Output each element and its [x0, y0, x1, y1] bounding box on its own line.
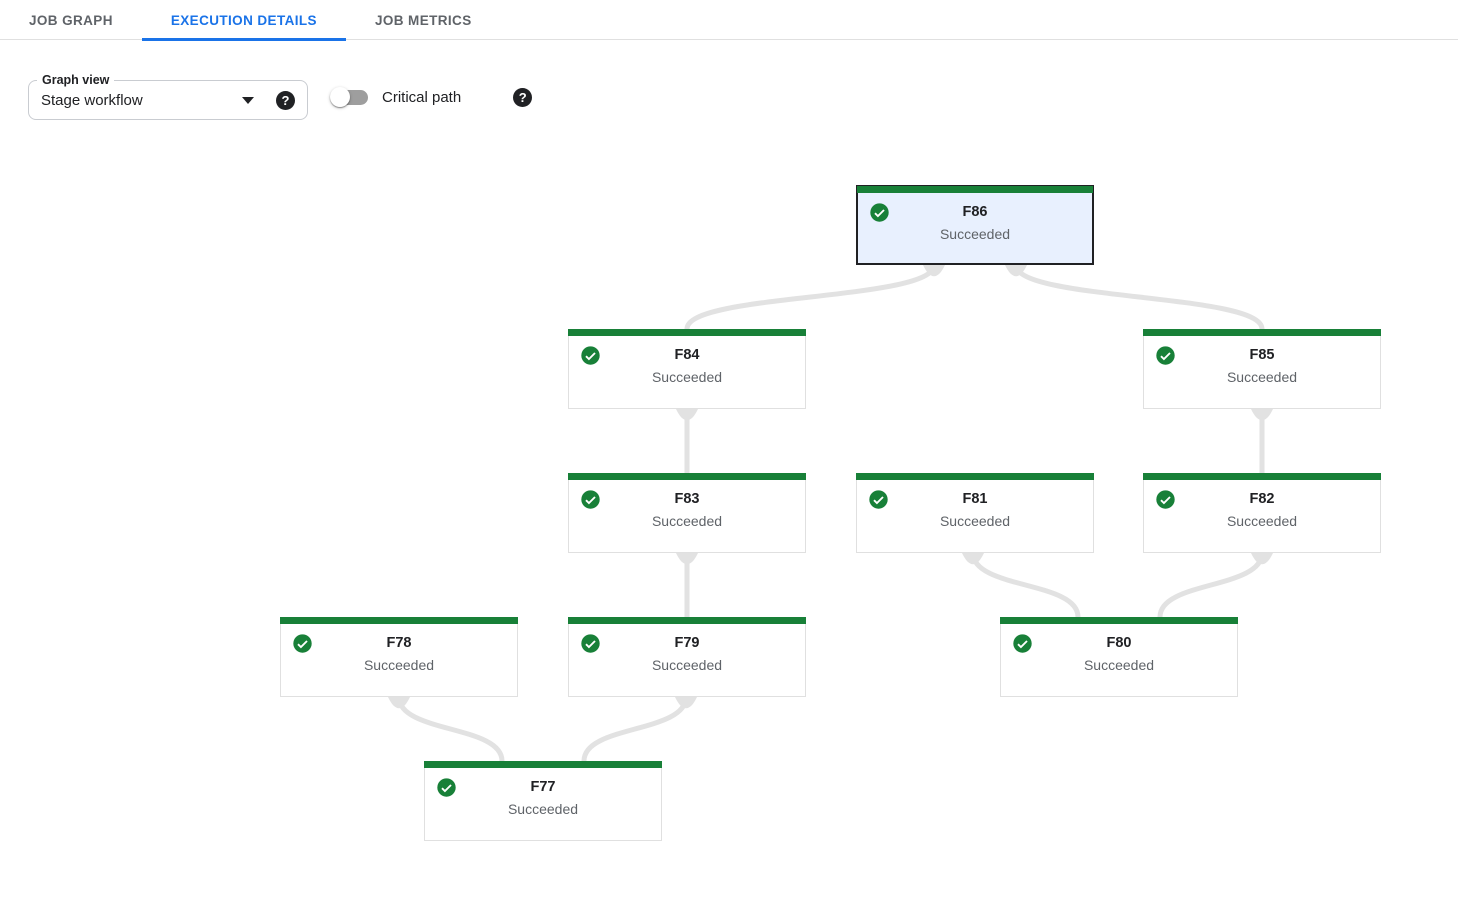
stage-name: F82: [1249, 491, 1275, 507]
stage-status: Succeeded: [651, 513, 723, 529]
graph-view-value: Stage workflow: [41, 91, 143, 109]
edge-F83-to-F79: [676, 550, 698, 620]
edge-F79-to-F77: [581, 694, 697, 764]
stage-status: Succeeded: [651, 657, 723, 673]
node-status-bar: [857, 186, 1093, 193]
edge-F84-to-F83: [676, 406, 698, 476]
tab-job-graph[interactable]: JOB GRAPH: [29, 12, 113, 28]
stage-name: F79: [674, 635, 700, 651]
node-status-bar: [280, 617, 518, 624]
graph-toolbar: Graph view Stage workflow ? Critical pat…: [0, 40, 1458, 130]
stage-status: Succeeded: [363, 657, 435, 673]
edge-source-nub: [675, 697, 697, 709]
edge-source-nub: [1251, 409, 1273, 421]
edge-F86-to-F85: [1005, 262, 1265, 332]
stage-name: F84: [674, 347, 700, 363]
check-circle-icon: [581, 346, 600, 365]
node-status-bar: [424, 761, 662, 768]
node-status-bar: [856, 473, 1094, 480]
critical-path-toggle[interactable]: [330, 87, 368, 107]
toggle-knob: [330, 87, 350, 107]
tab-execution-details[interactable]: EXECUTION DETAILS: [141, 0, 346, 41]
edge-source-nub: [1005, 265, 1027, 277]
node-status-bar: [568, 329, 806, 336]
graph-view-label: Graph view: [37, 72, 115, 88]
check-circle-icon: [581, 490, 600, 509]
node-status-bar: [1143, 329, 1381, 336]
stage-name: F80: [1106, 635, 1132, 651]
stage-name: F78: [386, 635, 412, 651]
check-circle-icon: [1013, 634, 1032, 653]
edge-source-nub: [676, 409, 698, 421]
stage-name: F86: [962, 204, 988, 220]
check-circle-icon: [870, 203, 889, 222]
stage-name: F85: [1249, 347, 1275, 363]
stage-name: F81: [962, 491, 988, 507]
critical-path-label: Critical path: [382, 89, 462, 106]
stage-status: Succeeded: [1083, 657, 1155, 673]
stage-status: Succeeded: [939, 513, 1011, 529]
stage-status: Succeeded: [1226, 369, 1298, 385]
check-circle-icon: [1156, 490, 1175, 509]
stage-status: Succeeded: [651, 369, 723, 385]
check-circle-icon: [1156, 346, 1175, 365]
help-icon[interactable]: ?: [276, 90, 295, 110]
critical-path-control: Critical path ?: [330, 87, 533, 107]
check-circle-icon: [293, 634, 312, 653]
stage-status: Succeeded: [939, 226, 1011, 242]
edge-source-nub: [1251, 553, 1273, 565]
node-status-bar: [568, 473, 806, 480]
check-circle-icon: [437, 778, 456, 797]
edge-F85-to-F82: [1251, 406, 1273, 476]
tab-bar: JOB GRAPH EXECUTION DETAILS JOB METRICS: [0, 0, 1458, 41]
help-icon[interactable]: ?: [513, 88, 533, 107]
edge-source-nub: [676, 553, 698, 565]
stage-status: Succeeded: [1226, 513, 1298, 529]
node-status-bar: [1143, 473, 1381, 480]
stage-status: Succeeded: [507, 801, 579, 817]
tab-job-metrics[interactable]: JOB METRICS: [374, 12, 472, 28]
graph-view-select[interactable]: Graph view Stage workflow ?: [28, 72, 308, 120]
edge-source-nub: [388, 697, 410, 709]
edge-F82-to-F80: [1157, 550, 1273, 620]
edge-source-nub: [962, 553, 984, 565]
node-status-bar: [1000, 617, 1238, 624]
stage-name: F77: [530, 779, 556, 795]
stage-name: F83: [674, 491, 700, 507]
edge-F81-to-F80: [962, 550, 1081, 620]
node-status-bar: [568, 617, 806, 624]
edge-source-nub: [923, 265, 945, 277]
check-circle-icon: [581, 634, 600, 653]
edge-F78-to-F77: [388, 694, 505, 764]
chevron-down-icon: [242, 96, 254, 104]
edge-F86-to-F84: [684, 262, 945, 332]
check-circle-icon: [869, 490, 888, 509]
